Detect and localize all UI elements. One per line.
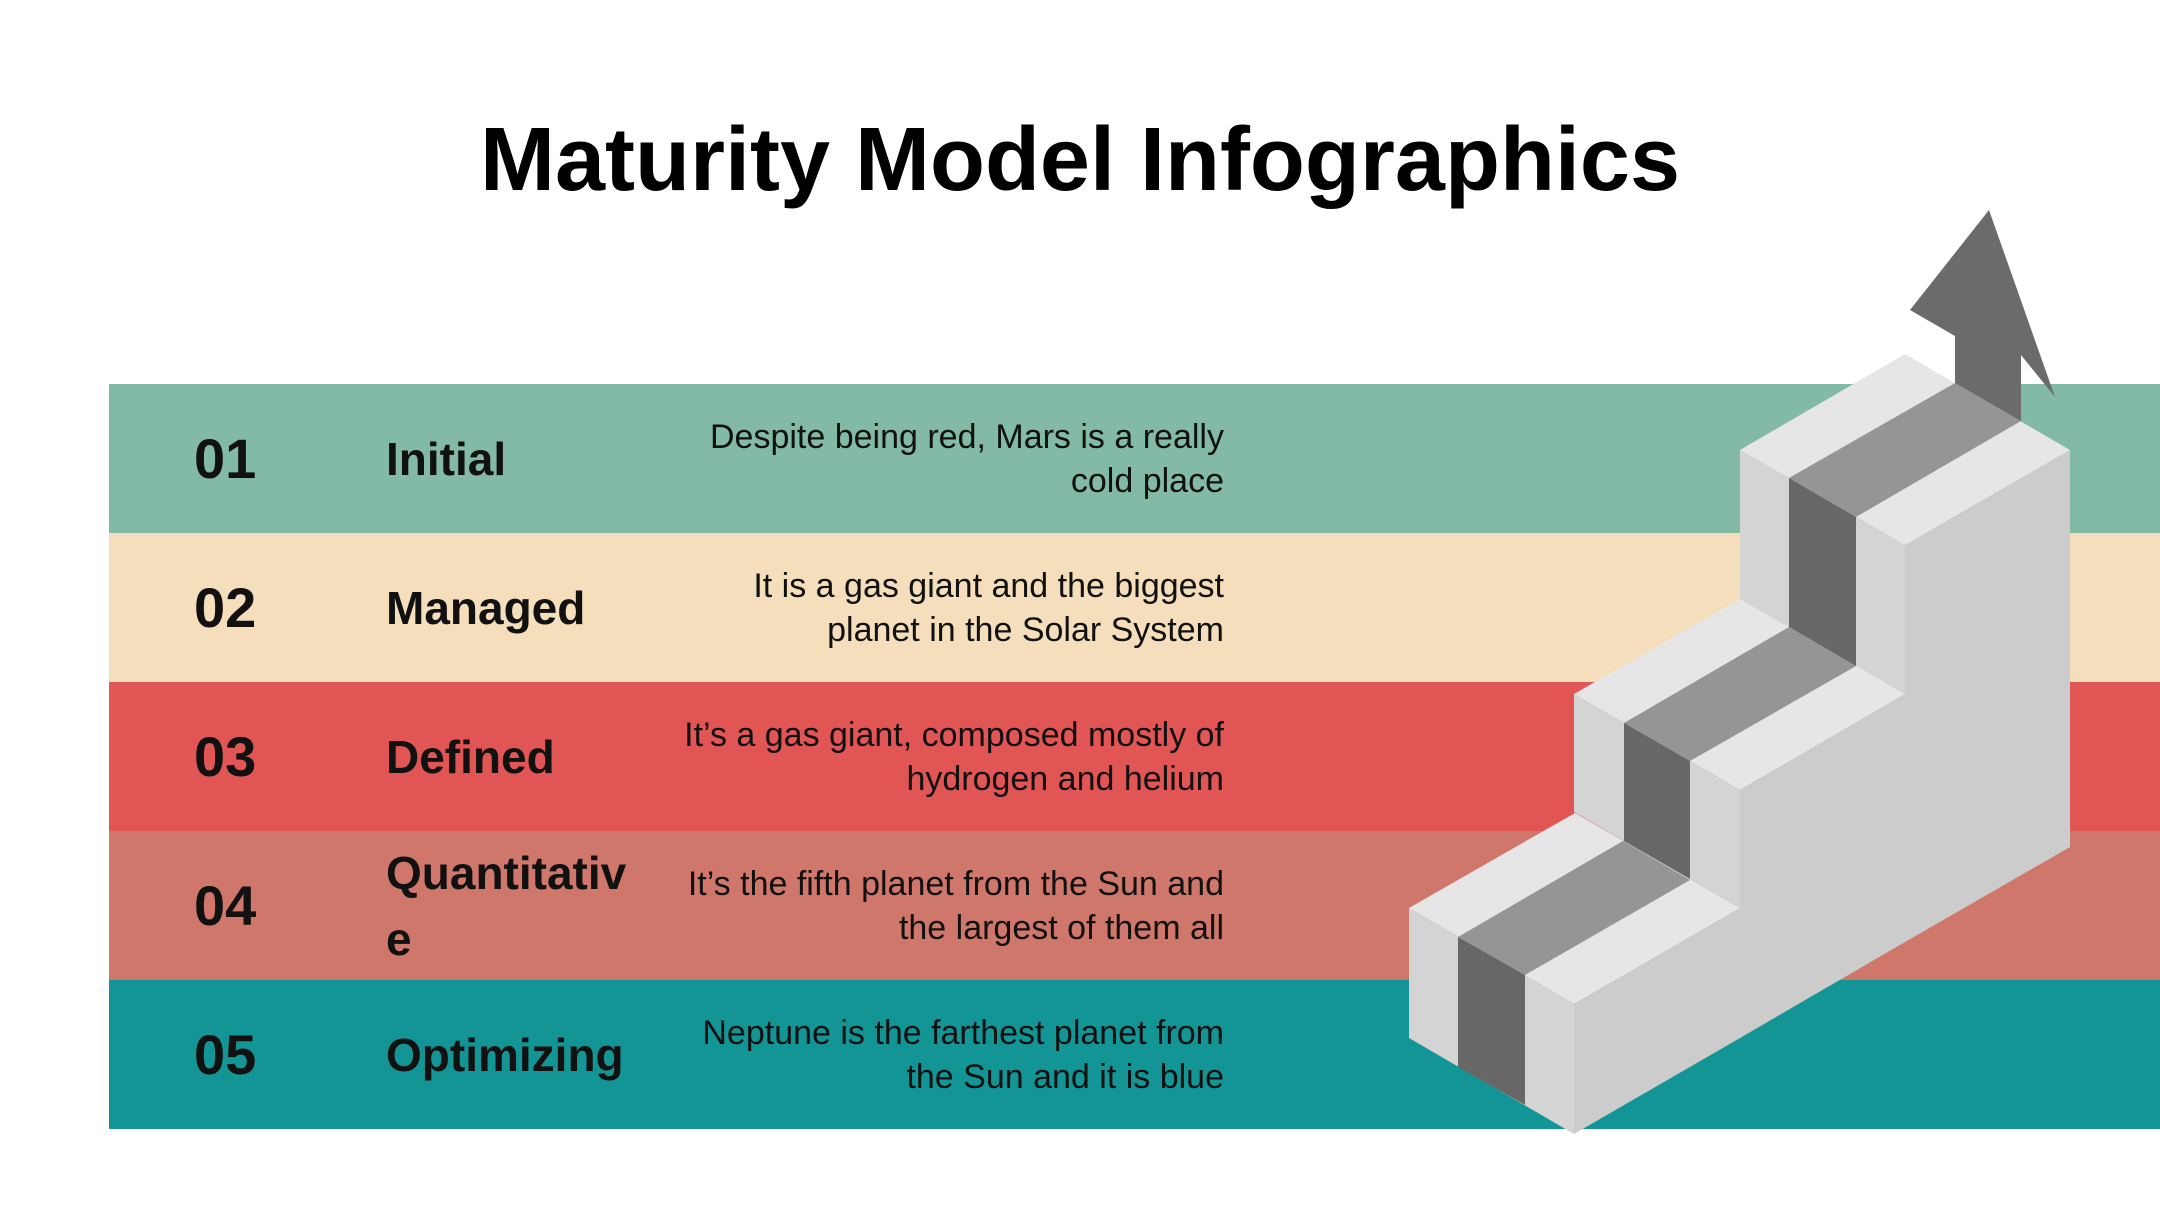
level-number: 02 <box>194 576 257 639</box>
page-title: Maturity Model Infographics <box>479 110 1681 210</box>
level-number: 01 <box>194 427 257 490</box>
level-description: Despite being red, Mars is a really cold… <box>709 417 1224 500</box>
level-name: Optimizing <box>386 1028 624 1081</box>
level-name: Managed <box>386 581 586 634</box>
level-band-1: 01 Initial Despite being red, Mars is a … <box>109 384 2160 533</box>
level-band-4: 04 Quantitative It’s the fifth planet fr… <box>109 831 2160 980</box>
level-band-5: 05 Optimizing Neptune is the farthest pl… <box>109 980 2160 1129</box>
level-number: 04 <box>194 874 257 937</box>
level-name: Defined <box>386 730 555 783</box>
level-description: Neptune is the farthest planet from the … <box>702 1013 1224 1096</box>
level-description: It’s a gas giant, composed mostly of hyd… <box>684 715 1224 798</box>
level-description: It’s the fifth planet from the Sun and t… <box>687 864 1224 947</box>
level-name: Quantitative <box>386 846 627 965</box>
level-band-2: 02 Managed It is a gas giant and the big… <box>109 533 2160 682</box>
level-number: 05 <box>194 1023 257 1086</box>
level-name: Initial <box>386 432 507 485</box>
level-number: 03 <box>194 725 257 788</box>
level-band-3: 03 Defined It’s a gas giant, composed mo… <box>109 682 2160 831</box>
level-description: It is a gas giant and the biggest planet… <box>753 566 1224 649</box>
